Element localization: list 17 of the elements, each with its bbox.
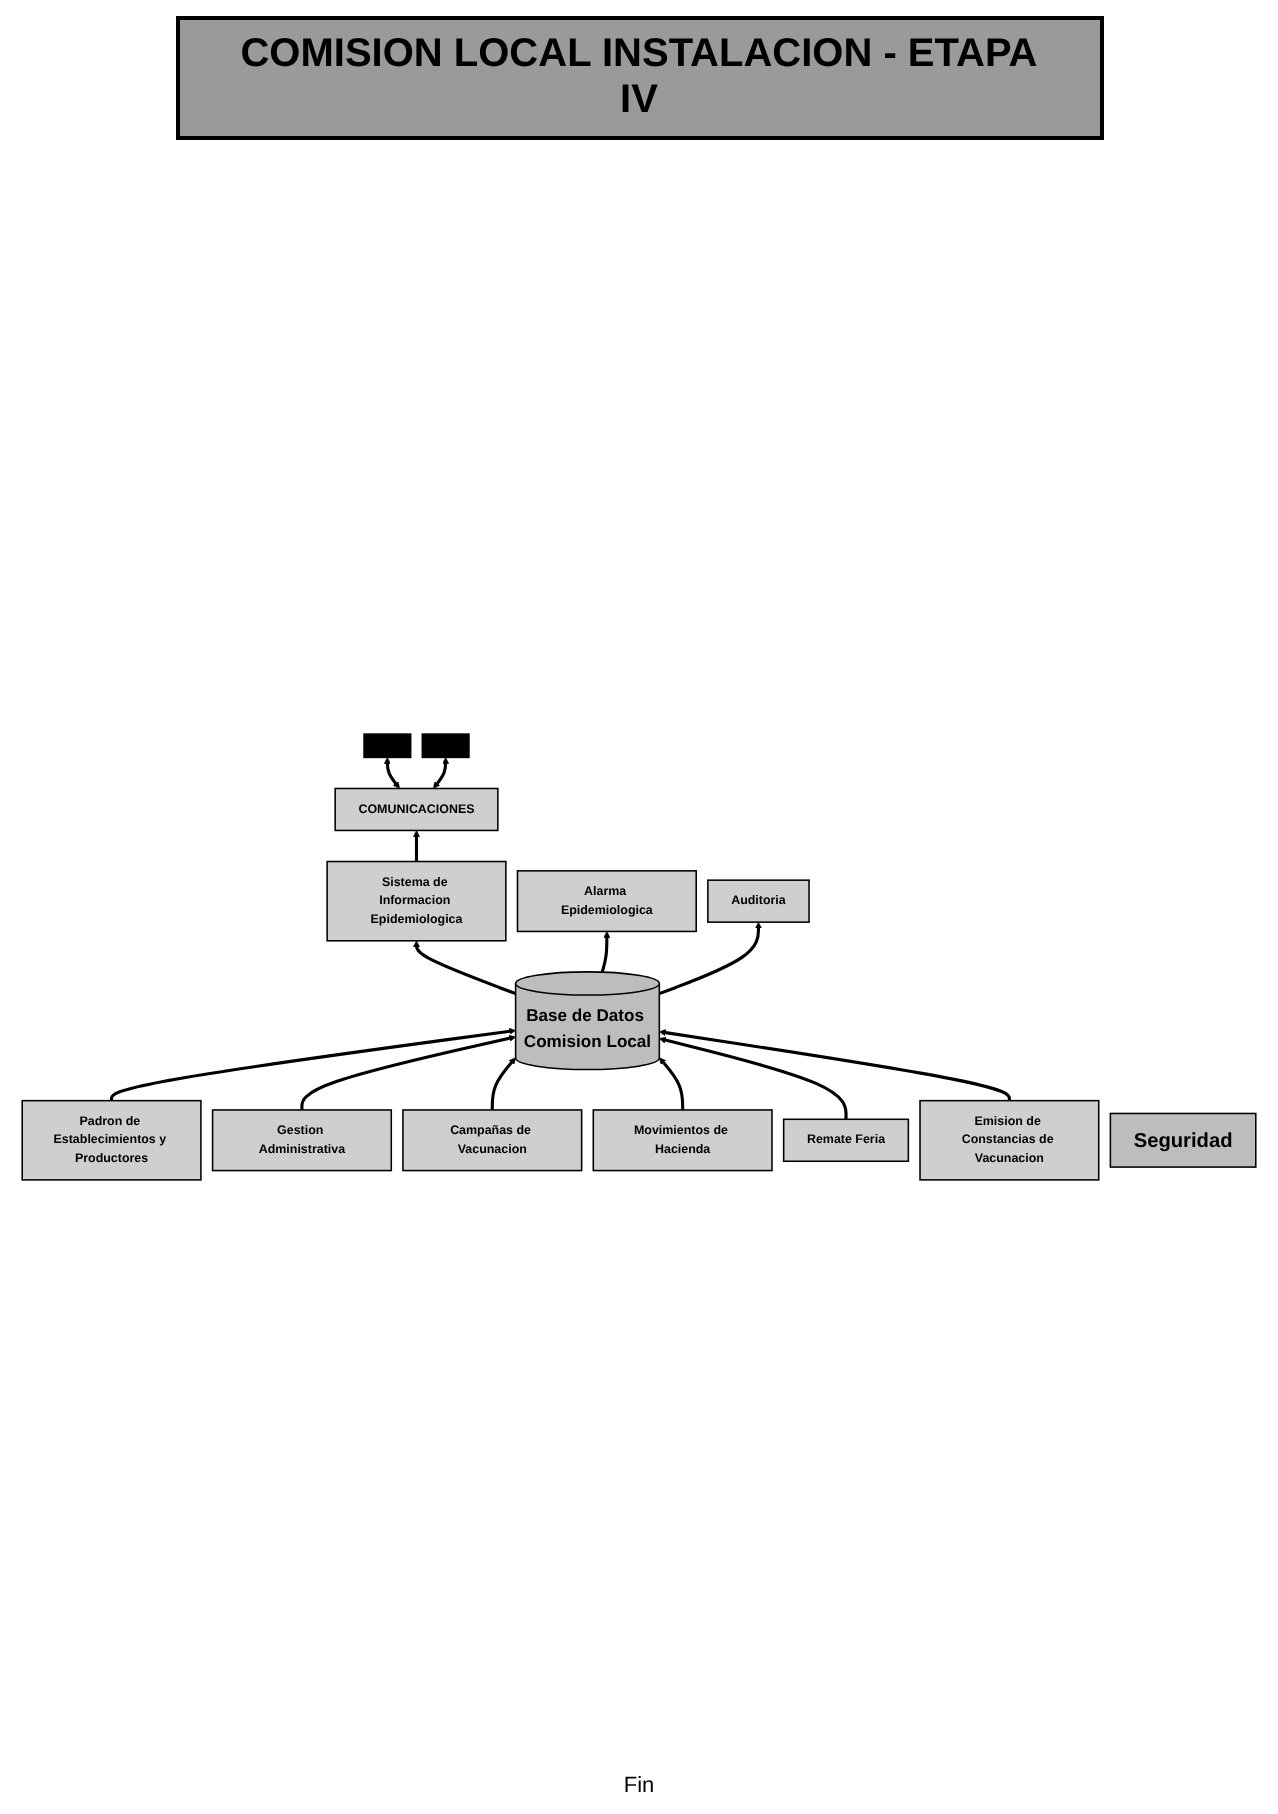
node-box: Seguridad: [1109, 1112, 1257, 1168]
arrow: [659, 1029, 1011, 1101]
arrow: [110, 1027, 516, 1101]
arrow: [659, 1036, 848, 1120]
node-bar: [363, 733, 412, 759]
arrow: [658, 921, 762, 996]
arrow: [490, 1057, 516, 1110]
arrow: [433, 757, 450, 789]
arrow: [413, 940, 517, 996]
arrow: [600, 931, 611, 973]
arrow: [300, 1034, 516, 1110]
title-banner: COMISION LOCAL INSTALACION - ETAPA IV: [175, 16, 1103, 140]
arrow: [383, 757, 400, 789]
node-bar: [421, 733, 470, 759]
arrow: [413, 830, 420, 862]
arrow: [659, 1057, 685, 1110]
note-text: Fin: [623, 1774, 655, 1798]
